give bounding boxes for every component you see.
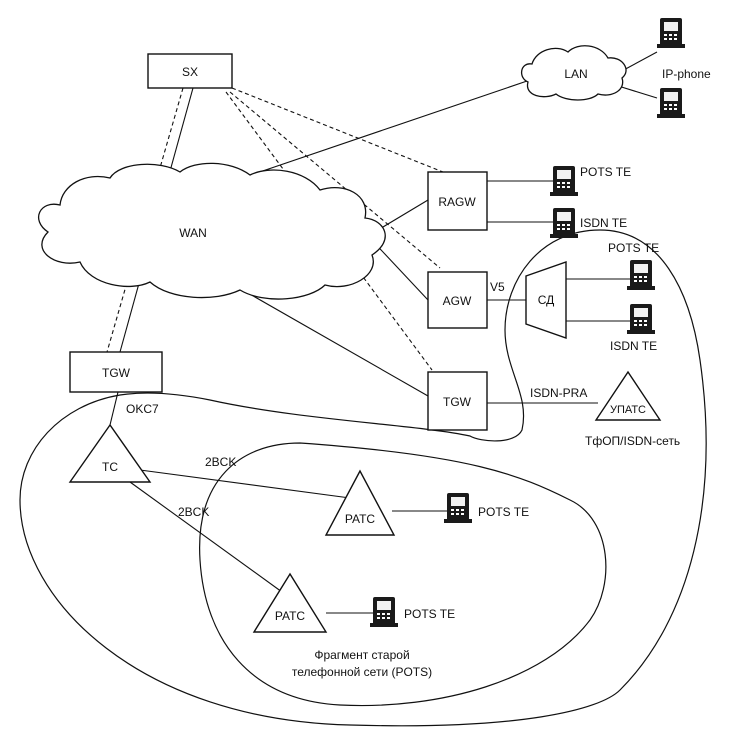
sd-label: СД: [538, 293, 555, 307]
pats-upper-triangle: [324, 469, 396, 536]
pats-upper-label: PATC: [345, 512, 376, 526]
tc-pats-lower-line: [129, 481, 283, 593]
ragw-label: RAGW: [438, 195, 476, 209]
isdn-pra-label: ISDN-PRA: [530, 386, 587, 400]
old-network-label-line2: телефонной сети (POTS): [292, 665, 432, 679]
sx-tgw-core-dashed: [225, 91, 433, 371]
sx-ragw-dashed: [231, 87, 444, 173]
pstn-region-label: ТфОП/ISDN-сеть: [585, 434, 680, 448]
telephone-icon: [550, 166, 578, 196]
pats-lower-label: PATC: [275, 609, 306, 623]
tgw-core-label: TGW: [443, 395, 472, 409]
tc-pats-upper-line: [139, 469, 351, 499]
pats-upper-pots-label: POTS TE: [478, 505, 529, 519]
old-network-label-line1: Фрагмент старой: [314, 648, 409, 662]
bck-upper-label: 2BCK: [205, 455, 236, 469]
okc7-label: OKC7: [126, 402, 159, 416]
ragw-isdn-label: ISDN TE: [580, 216, 627, 230]
tgw-tc-line: [109, 391, 119, 426]
pstn-region-outline: [19, 229, 707, 727]
upats-label: УПАТС: [610, 404, 646, 416]
bck-lower-label: 2BCK: [178, 505, 209, 519]
sd-trapezoid: [525, 261, 567, 339]
sx-box: [147, 53, 233, 89]
telephone-icon: [657, 18, 685, 48]
ragw-pots-label: POTS TE: [580, 165, 631, 179]
tgw-core-box: [427, 371, 488, 431]
old-network-region-outline: [199, 442, 607, 707]
agw-box: [427, 271, 488, 329]
wan-tgw-core-line: [247, 292, 429, 397]
v5-label: V5: [490, 280, 505, 294]
ragw-box: [427, 171, 488, 231]
pats-lower-pots-label: POTS TE: [404, 607, 455, 621]
lan-cloud: [521, 45, 627, 101]
ip-phone-label: IP-phone: [662, 67, 711, 81]
telephone-icon: [370, 597, 398, 627]
agw-label: AGW: [443, 294, 472, 308]
telephone-icon: [550, 208, 578, 238]
lan-label: LAN: [564, 67, 587, 81]
sx-tgw-dashed: [106, 87, 184, 353]
upats-triangle: [594, 370, 662, 421]
pats-lower-triangle: [252, 572, 328, 633]
telephone-icon: [627, 260, 655, 290]
telephone-icon: [657, 88, 685, 118]
wan-lan-line: [247, 79, 531, 177]
sx-label: SX: [182, 65, 198, 79]
telephone-icon: [444, 493, 472, 523]
sd-isdn-label: ISDN TE: [610, 339, 657, 353]
sd-pots-label: POTS TE: [608, 241, 659, 255]
sx-agw-dashed: [229, 91, 441, 269]
tgw-left-label: TGW: [102, 366, 131, 380]
wan-cloud: [38, 162, 386, 300]
tc-label: TC: [102, 460, 118, 474]
tgw-left-box: [69, 351, 163, 393]
tc-triangle: [68, 423, 152, 483]
wan-label: WAN: [179, 226, 207, 240]
telephone-icon: [627, 304, 655, 334]
